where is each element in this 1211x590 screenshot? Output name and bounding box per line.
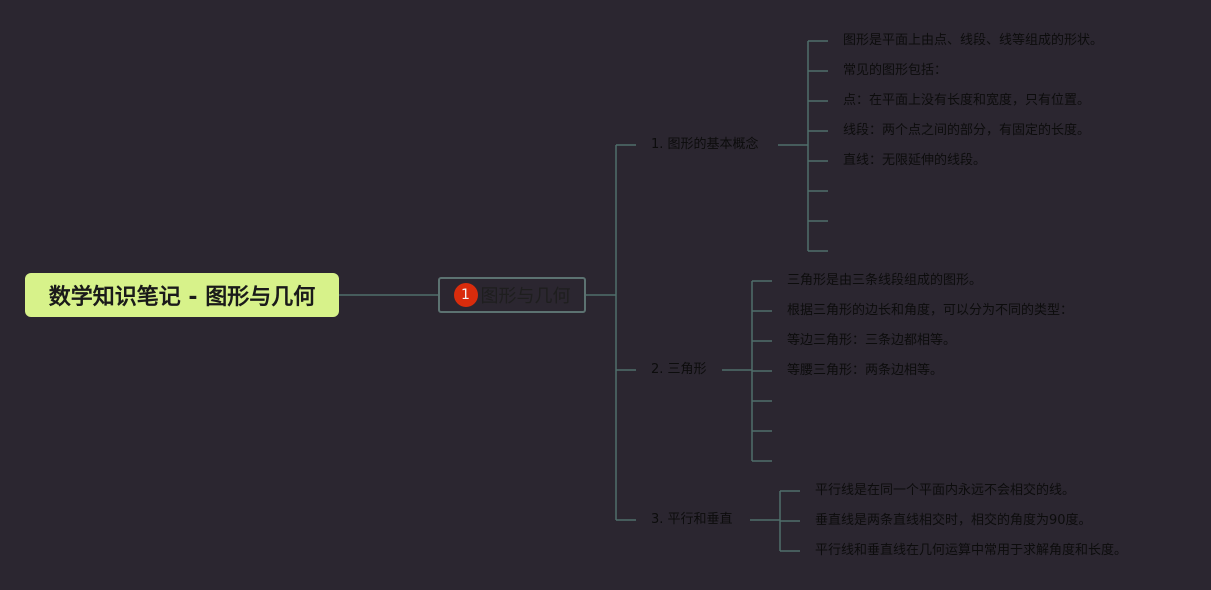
leaf-note[interactable]: 常见的图形包括： — [843, 63, 948, 78]
leaf-note[interactable]: 线段：两个点之间的部分，有固定的长度。 — [843, 123, 1091, 138]
leaf-note[interactable]: 图形是平面上由点、线段、线等组成的形状。 — [843, 33, 1104, 48]
main-topic[interactable]: 1 图形与几何 — [438, 277, 586, 313]
leaf-note[interactable]: 垂直线是两条直线相交时，相交的角度为90度。 — [815, 513, 1092, 528]
leaf-note[interactable]: 三角形是由三条线段组成的图形。 — [787, 273, 983, 288]
leaf-note[interactable]: 点：在平面上没有长度和宽度，只有位置。 — [843, 93, 1091, 108]
leaf-note[interactable]: 等腰三角形：两条边相等。 — [787, 363, 944, 378]
priority-1-icon: 1 — [453, 283, 478, 307]
leaf-note[interactable]: 直线：无限延伸的线段。 — [843, 153, 987, 168]
main-topic-label: 图形与几何 — [480, 286, 571, 307]
leaf-note[interactable]: 根据三角形的边长和角度，可以分为不同的类型： — [787, 303, 1074, 318]
leaf-note[interactable]: 平行线是在同一个平面内永远不会相交的线。 — [815, 483, 1076, 498]
subtopic-3[interactable]: 3. 平行和垂直 — [651, 512, 733, 527]
leaf-note[interactable]: 平行线和垂直线在几何运算中常用于求解角度和长度。 — [815, 543, 1128, 558]
subtopic-2[interactable]: 2. 三角形 — [651, 362, 707, 377]
subtopic-1[interactable]: 1. 图形的基本概念 — [651, 137, 759, 152]
leaf-note[interactable]: 等边三角形：三条边都相等。 — [787, 333, 957, 348]
root-title: 数学知识笔记 - 图形与几何 — [48, 285, 316, 310]
root-topic[interactable]: 数学知识笔记 - 图形与几何 — [25, 273, 339, 317]
